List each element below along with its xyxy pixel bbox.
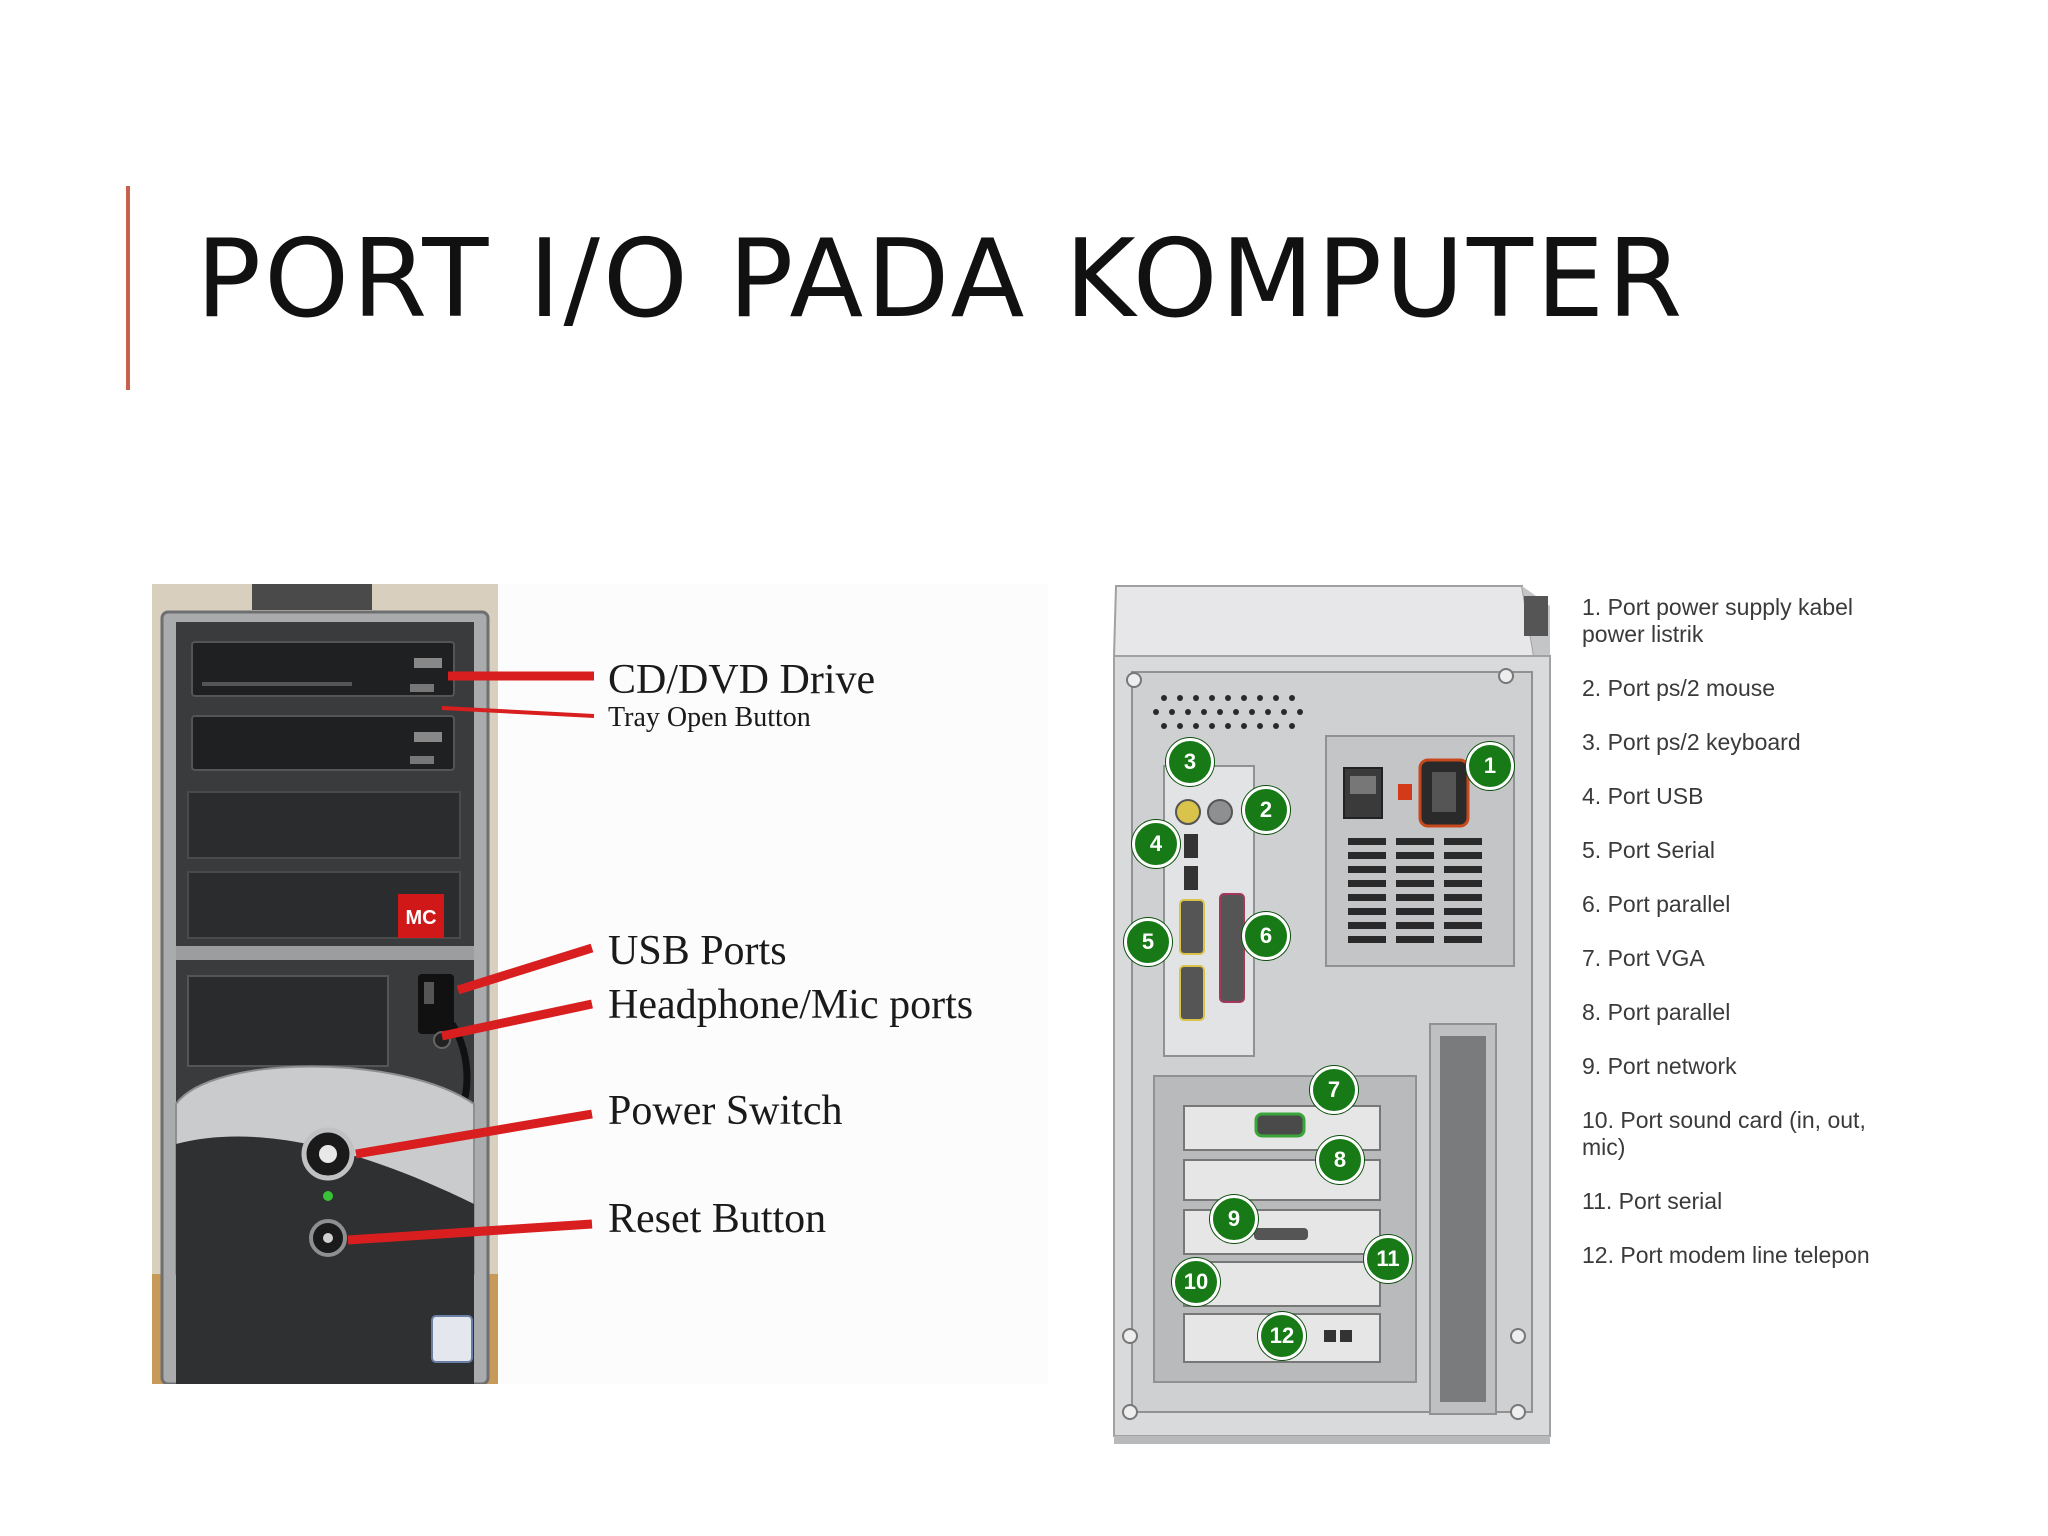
legend-item: 3. Port ps/2 keyboard: [1582, 729, 1801, 755]
label-reset-button: Reset Button: [608, 1196, 827, 1242]
label-power-switch: Power Switch: [608, 1088, 843, 1134]
slide-title: PORT I/O PADA KOMPUTER: [196, 217, 1686, 342]
legend-item: 7. Port VGA: [1582, 945, 1705, 971]
legend-item: 11. Port serial: [1582, 1188, 1723, 1214]
front-panel-diagram: MC CD/DVD Drive Tray Open Button U: [152, 584, 1048, 1384]
label-headphone-mic-ports: Headphone/Mic ports: [608, 982, 974, 1028]
port-badge-6: 6: [1242, 912, 1290, 960]
port-badge-5: 5: [1124, 918, 1172, 966]
port-badge-1: 1: [1466, 742, 1514, 790]
legend-item: 5. Port Serial: [1582, 837, 1715, 863]
port-legend: 1. Port power supply kabel power listrik…: [1582, 594, 1882, 1296]
legend-item: 1. Port power supply kabel power listrik: [1582, 594, 1854, 647]
front-tower-illustration: MC: [152, 584, 595, 1384]
legend-item: 8. Port parallel: [1582, 999, 1731, 1025]
back-panel-diagram: 1 2 3 4 5 6 7 8 9 11 10 12: [1104, 576, 1560, 1446]
port-badge-9: 9: [1210, 1195, 1258, 1243]
port-badge-3: 3: [1166, 738, 1214, 786]
pointer-lines: [347, 671, 595, 1245]
port-badge-10: 10: [1172, 1258, 1220, 1306]
legend-item: 4. Port USB: [1582, 783, 1704, 809]
port-badge-11: 11: [1364, 1235, 1412, 1283]
port-badge-2: 2: [1242, 786, 1290, 834]
label-usb-ports: USB Ports: [608, 928, 787, 974]
port-badge-8: 8: [1316, 1136, 1364, 1184]
title-accent-bar: [126, 186, 130, 390]
label-cd-dvd-drive: CD/DVD Drive: [608, 657, 876, 703]
legend-item: 12. Port modem line telepon: [1582, 1242, 1870, 1268]
label-tray-open-button: Tray Open Button: [608, 702, 811, 733]
port-badge-12: 12: [1258, 1312, 1306, 1360]
legend-item: 9. Port network: [1582, 1053, 1737, 1079]
back-tower-illustration: [1112, 585, 1551, 1444]
port-badge-4: 4: [1132, 820, 1180, 868]
legend-item: 6. Port parallel: [1582, 891, 1731, 917]
legend-item: 10. Port sound card (in, out, mic): [1582, 1107, 1866, 1160]
legend-item: 2. Port ps/2 mouse: [1582, 675, 1776, 701]
case-logo: MC: [405, 907, 436, 929]
port-badge-7: 7: [1310, 1066, 1358, 1114]
